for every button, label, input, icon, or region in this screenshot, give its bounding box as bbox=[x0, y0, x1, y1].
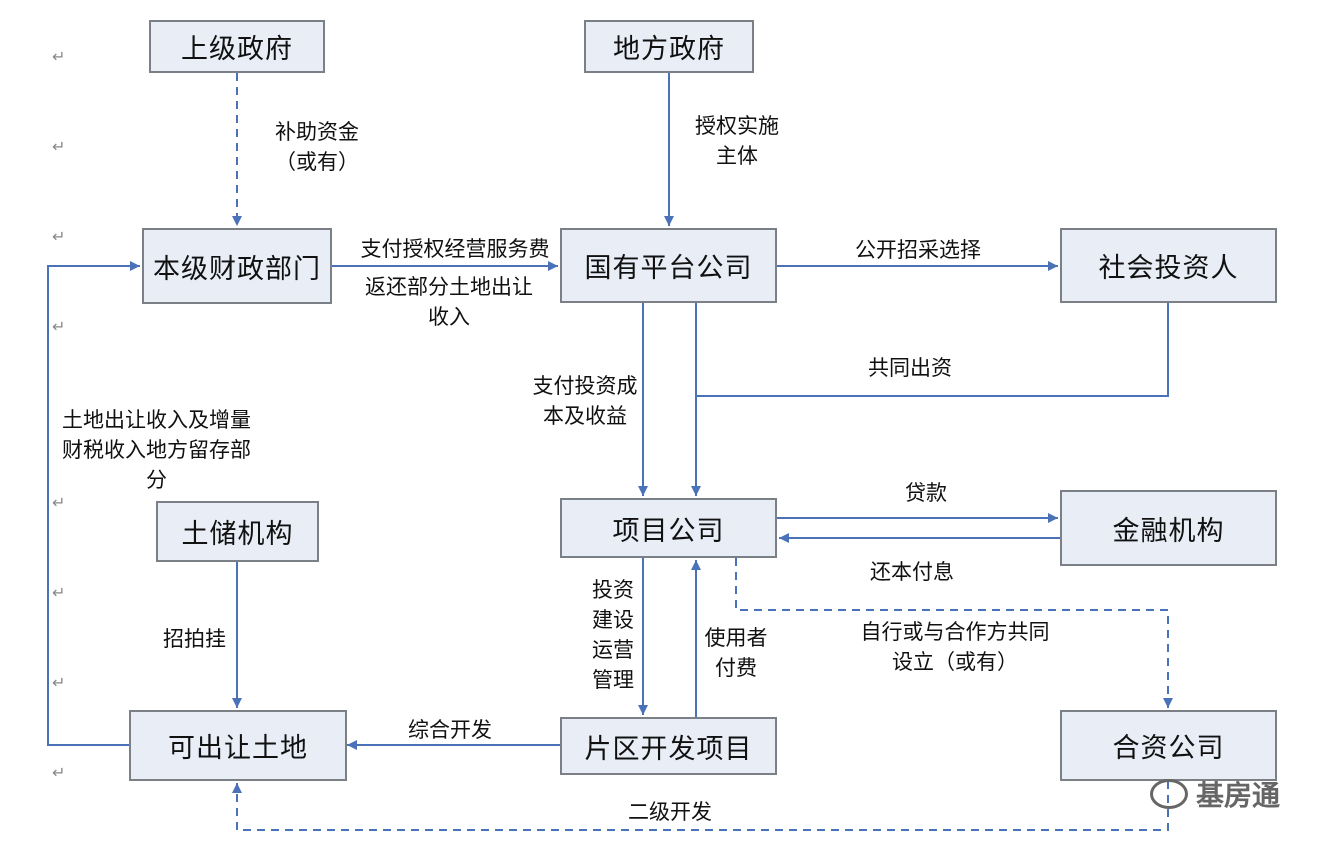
edge-label-invest-build-operate: 投资 建设 运营 管理 bbox=[592, 578, 634, 692]
node-superior-government: 上级政府 bbox=[149, 20, 325, 73]
node-financial-institution: 金融机构 bbox=[1060, 490, 1277, 566]
edge-label-integrated-dev: 综合开发 bbox=[408, 718, 492, 742]
node-joint-venture: 合资公司 bbox=[1060, 710, 1277, 781]
node-soe-platform-company: 国有平台公司 bbox=[560, 228, 777, 303]
wechat-icon bbox=[1150, 779, 1188, 809]
node-project-company: 项目公司 bbox=[560, 498, 777, 558]
edge-label-authorize: 授权实施 主体 bbox=[695, 114, 779, 168]
arrow-land-income bbox=[47, 261, 140, 746]
edge-label-self-or-partner: 自行或与合作方共同 设立（或有） bbox=[860, 620, 1050, 674]
edge-label-subsidy: 补助资金 （或有） bbox=[275, 120, 359, 174]
node-area-development-project: 片区开发项目 bbox=[560, 717, 777, 775]
return-mark: ↵ bbox=[52, 227, 66, 246]
node-land-reserve-agency: 土储机构 bbox=[156, 501, 319, 562]
watermark-text: 基房通 bbox=[1196, 779, 1281, 812]
edge-label-auction: 招拍挂 bbox=[163, 627, 226, 651]
return-mark: ↵ bbox=[52, 317, 66, 336]
return-mark: ↵ bbox=[52, 493, 66, 512]
node-finance-department: 本级财政部门 bbox=[142, 228, 332, 304]
return-mark: ↵ bbox=[52, 47, 66, 66]
arrow-joint-venture bbox=[735, 558, 1173, 708]
edge-label-co-invest: 共同出资 bbox=[868, 356, 952, 380]
return-mark: ↵ bbox=[52, 583, 66, 602]
return-mark: ↵ bbox=[52, 763, 66, 782]
edge-label-public-procurement: 公开招采选择 bbox=[855, 238, 981, 262]
node-social-investor: 社会投资人 bbox=[1060, 228, 1277, 303]
return-mark: ↵ bbox=[52, 137, 66, 156]
watermark: 基房通 bbox=[1150, 774, 1280, 814]
return-mark: ↵ bbox=[52, 673, 66, 692]
arrow-co-invest bbox=[696, 303, 1169, 397]
edge-label-repay: 还本付息 bbox=[870, 560, 954, 584]
node-local-government: 地方政府 bbox=[584, 20, 754, 73]
edge-label-land-income-retained: 土地出让收入及增量 财税收入地方留存部 分 bbox=[62, 408, 251, 492]
edge-label-loan: 贷款 bbox=[905, 481, 947, 505]
edge-label-secondary-dev: 二级开发 bbox=[628, 800, 712, 824]
edge-label-return-land-income: 返还部分土地出让 收入 bbox=[365, 275, 533, 329]
node-transferable-land: 可出让土地 bbox=[129, 710, 347, 781]
edge-label-pay-cost-return: 支付投资成 本及收益 bbox=[532, 374, 638, 428]
edge-label-pay-service-fee: 支付授权经营服务费 bbox=[360, 237, 550, 261]
edge-label-user-fee: 使用者 付费 bbox=[704, 626, 768, 680]
